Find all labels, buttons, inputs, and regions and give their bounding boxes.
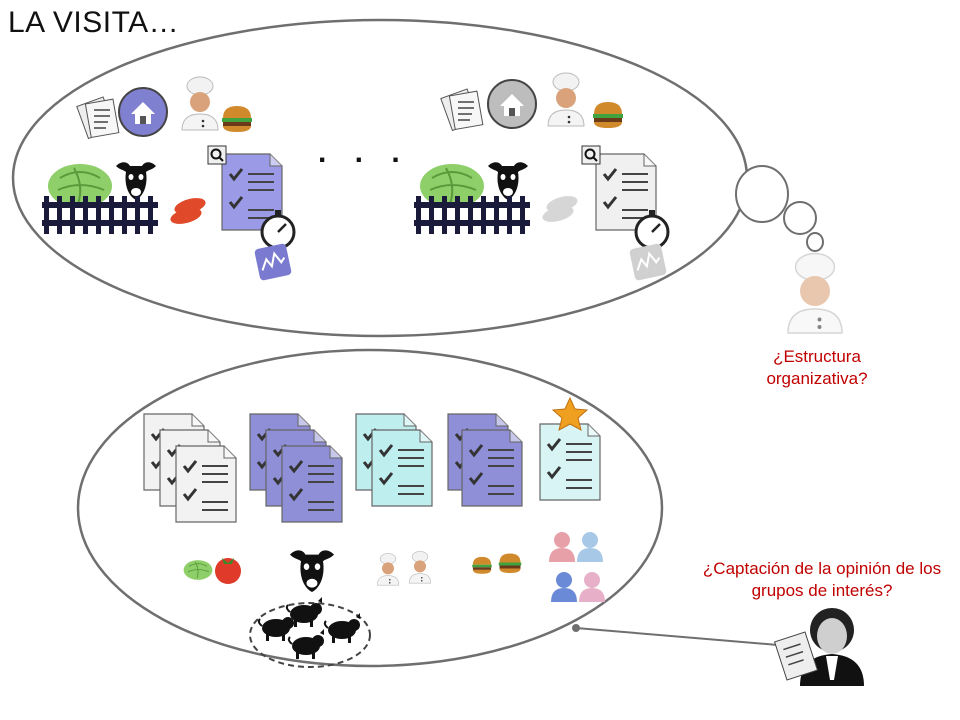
- connector-line: [575, 627, 779, 646]
- document-stack-icon: [142, 412, 238, 524]
- cow-head-icon: [290, 550, 334, 592]
- house-button-icon: [118, 87, 168, 137]
- document-stack-icon: [446, 412, 524, 508]
- chef-icon: [181, 76, 219, 131]
- cabbage-icon: [183, 559, 213, 581]
- top-right-group: [414, 72, 670, 282]
- sausage-icon: [170, 198, 206, 224]
- ellipsis-text: . . .: [318, 136, 410, 169]
- pigs-icon: [257, 596, 361, 660]
- chart-icon: [253, 242, 293, 282]
- caption-structure: ¿Estructura organizativa?: [766, 347, 868, 388]
- fence-icon: [42, 196, 158, 234]
- notes-icon: [440, 88, 484, 132]
- cow-head-icon: [488, 162, 528, 200]
- notes-icon: [76, 96, 120, 140]
- featured-document-icon: [538, 422, 602, 502]
- cow-head-icon: [116, 162, 156, 200]
- magnifier-badge-icon: [207, 145, 227, 165]
- top-left-group: [42, 76, 296, 282]
- caption-stakeholders: ¿Captación de la opinión de los grupos d…: [702, 559, 942, 600]
- page-title: LA VISITA…: [8, 6, 180, 39]
- pig-herd-circle: [249, 602, 371, 668]
- house-button-icon: [487, 79, 537, 129]
- connector-dot: [572, 624, 580, 632]
- thought-bubble-large: [735, 165, 789, 223]
- thinking-chef-icon: [787, 252, 843, 334]
- bottom-visit-ellipse: [76, 348, 664, 668]
- document-stack-icon: [248, 412, 344, 524]
- tomato-icon: [215, 558, 241, 584]
- chef-icon: [408, 551, 432, 584]
- document-stack-icon: [354, 412, 434, 508]
- chef-icon: [547, 72, 585, 127]
- bottom-group: [142, 396, 605, 668]
- sausage-icon: [542, 196, 578, 222]
- thought-bubble-small: [806, 232, 824, 252]
- burger-icon: [498, 553, 522, 573]
- thought-bubble-medium: [783, 201, 817, 235]
- burger-icon: [472, 556, 492, 574]
- burger-icon: [593, 102, 623, 128]
- burger-icon: [222, 106, 252, 132]
- inspector-icon: [773, 608, 864, 686]
- people-icon: [549, 532, 605, 602]
- magnifier-badge-icon: [581, 145, 601, 165]
- star-icon: [551, 396, 589, 431]
- chef-icon: [376, 553, 400, 586]
- chart-icon: [628, 242, 668, 282]
- fence-icon: [414, 196, 530, 234]
